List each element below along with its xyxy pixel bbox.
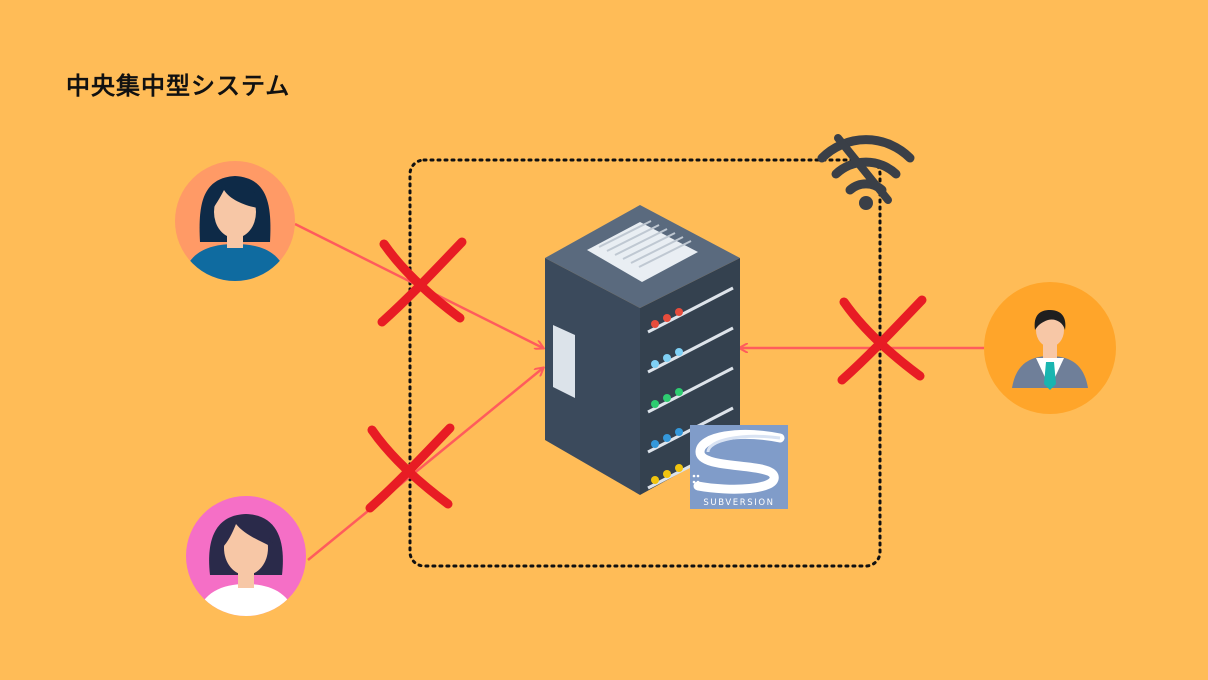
cross-mark	[365, 423, 455, 513]
connection-line	[307, 368, 543, 561]
cross-mark	[837, 295, 927, 385]
user-man-avatar	[984, 282, 1116, 414]
cross-mark	[377, 237, 467, 327]
user-woman-1-avatar	[175, 161, 295, 281]
network-boundary	[408, 158, 882, 568]
wifi-off-icon	[817, 134, 915, 210]
subversion-logo-text: SUBVERSION	[703, 498, 774, 508]
diagram-title: 中央集中型システム	[66, 72, 291, 100]
subversion-logo: SUBVERSION	[690, 425, 788, 509]
user-woman-2-avatar	[186, 496, 306, 616]
